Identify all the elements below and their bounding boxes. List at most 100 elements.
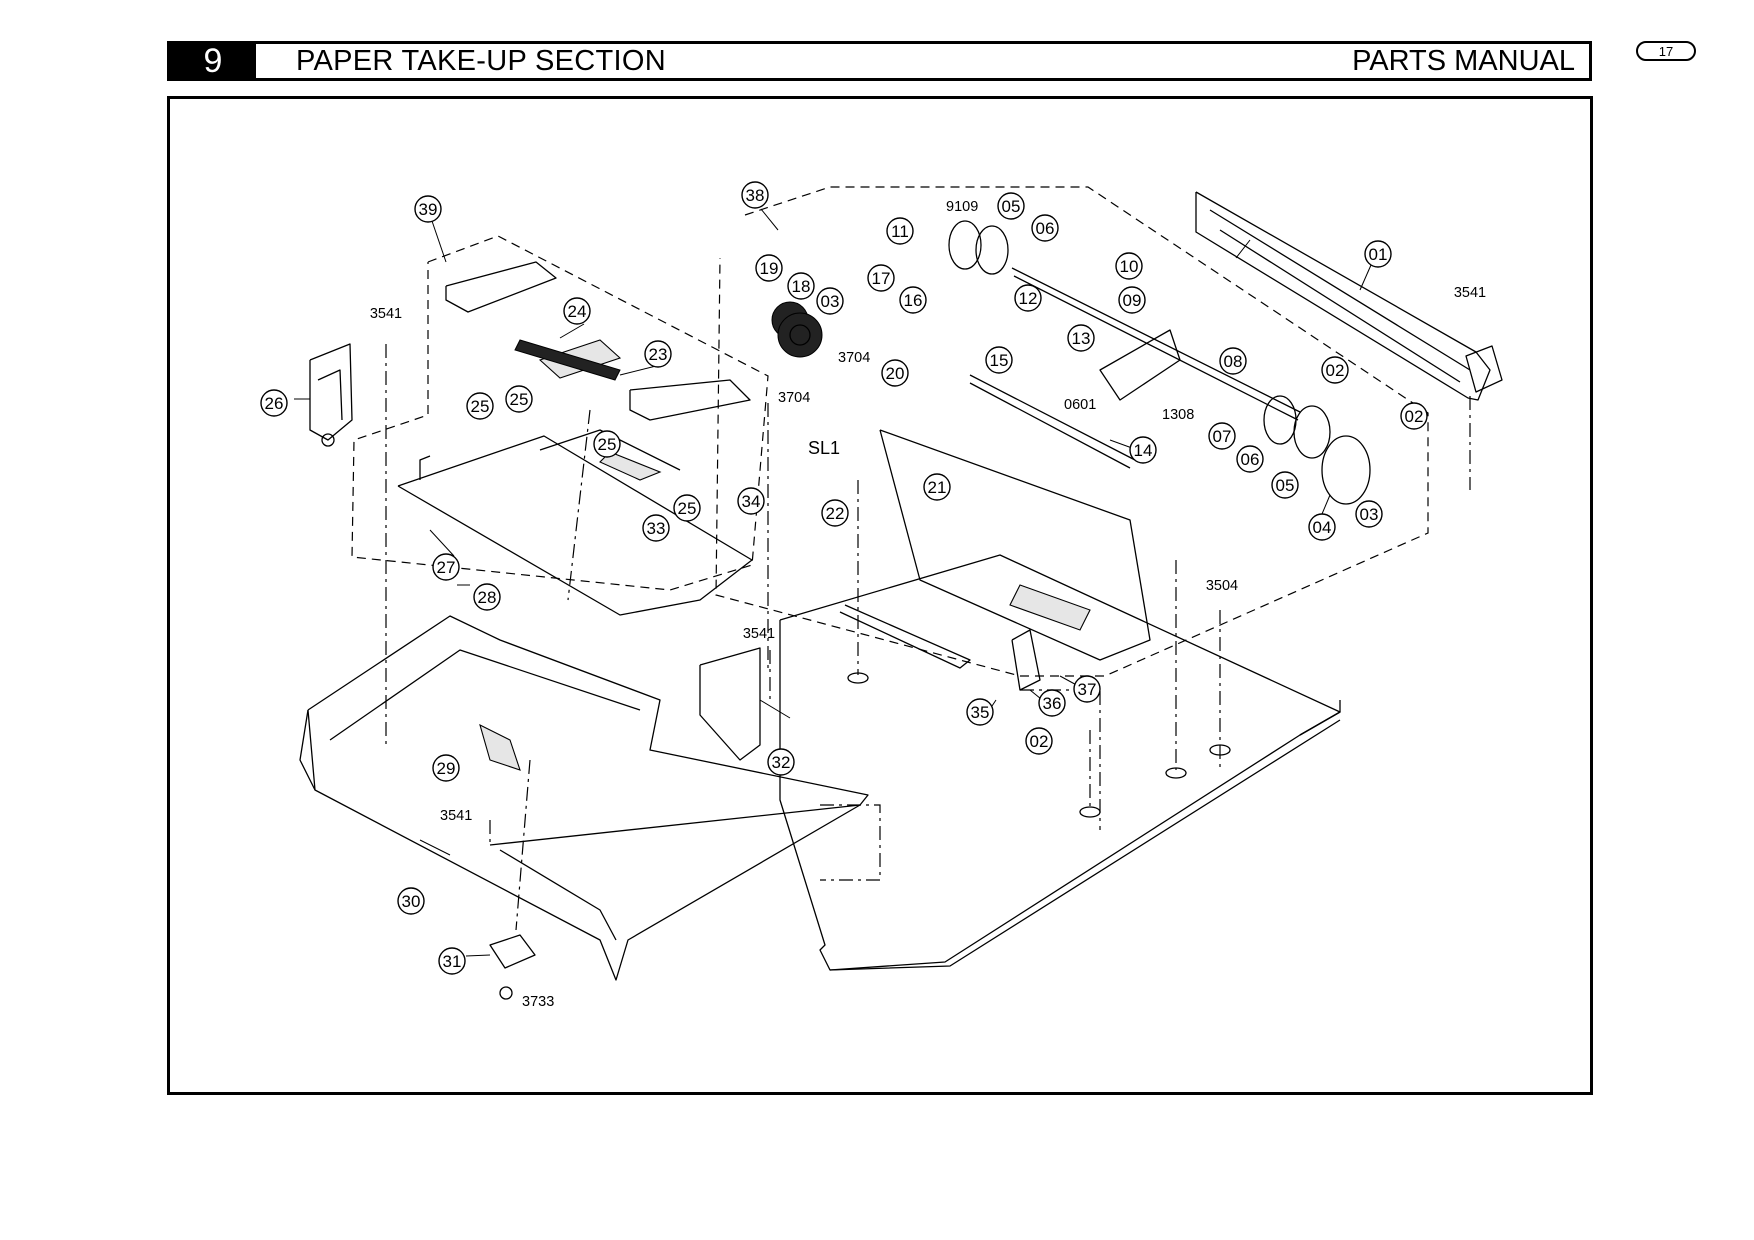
- page-number-badge: 17: [1636, 41, 1696, 61]
- callout-13: 13: [1067, 324, 1095, 352]
- upper-guide: [445, 261, 751, 421]
- section-number: 9: [170, 42, 256, 80]
- label-3541-center: 3541: [743, 626, 775, 642]
- callout-29: 29: [432, 754, 460, 782]
- roller-shaft: [969, 267, 1301, 469]
- svg-text:15: 15: [990, 351, 1009, 370]
- svg-text:20: 20: [886, 364, 905, 383]
- callout-01: 01: [1364, 240, 1392, 268]
- svg-text:19: 19: [760, 259, 779, 278]
- callout-19: 19: [755, 254, 783, 282]
- part-callouts: 39 38 9109 05 06 11 10 01 19 18 17 16 03…: [260, 181, 1486, 1010]
- svg-text:02: 02: [1405, 407, 1424, 426]
- rollers: [948, 220, 1371, 505]
- callout-34: 34: [737, 487, 765, 515]
- callout-32: 32: [767, 748, 795, 776]
- left-bracket: [309, 343, 353, 447]
- callout-09: 09: [1118, 286, 1146, 314]
- callout-15: 15: [985, 346, 1013, 374]
- label-0601: 0601: [1064, 397, 1096, 413]
- svg-text:05: 05: [1002, 197, 1021, 216]
- svg-text:24: 24: [568, 302, 587, 321]
- callout-30: 30: [397, 887, 425, 915]
- callout-18: 18: [787, 272, 815, 300]
- callout-08: 08: [1219, 347, 1247, 375]
- svg-text:07: 07: [1213, 427, 1232, 446]
- svg-text:28: 28: [478, 588, 497, 607]
- callout-05-right: 05: [1271, 471, 1299, 499]
- callout-27: 27: [432, 553, 460, 581]
- label-3541-left: 3541: [370, 306, 402, 322]
- svg-text:09: 09: [1123, 291, 1142, 310]
- svg-text:06: 06: [1241, 450, 1260, 469]
- callout-10: 10: [1115, 252, 1143, 280]
- svg-text:22: 22: [826, 504, 845, 523]
- svg-text:37: 37: [1078, 680, 1097, 699]
- callout-37: 37: [1073, 675, 1101, 703]
- svg-text:38: 38: [746, 186, 765, 205]
- callout-23: 23: [644, 340, 672, 368]
- callout-21: 21: [923, 473, 951, 501]
- svg-text:11: 11: [891, 222, 909, 241]
- manual-title: PARTS MANUAL: [1352, 44, 1575, 77]
- callout-25-a: 25: [466, 392, 494, 420]
- svg-text:39: 39: [419, 200, 438, 219]
- svg-text:31: 31: [443, 952, 462, 971]
- svg-text:10: 10: [1120, 257, 1139, 276]
- callout-33: 33: [642, 514, 670, 542]
- label-9109: 9109: [946, 199, 978, 215]
- callout-03-top: 03: [816, 287, 844, 315]
- callout-24: 24: [563, 297, 591, 325]
- callout-36: 36: [1038, 689, 1066, 717]
- callout-16: 16: [899, 286, 927, 314]
- feed-unit: [879, 329, 1181, 661]
- label-3541-bottom: 3541: [440, 808, 472, 824]
- callout-04: 04: [1308, 513, 1336, 541]
- callout-28: 28: [473, 583, 501, 611]
- svg-text:32: 32: [772, 753, 791, 772]
- svg-text:06: 06: [1036, 219, 1055, 238]
- callout-11: 11: [886, 217, 914, 245]
- svg-text:21: 21: [928, 478, 947, 497]
- callout-02-bottom: 02: [1025, 727, 1053, 755]
- svg-text:36: 36: [1043, 694, 1062, 713]
- callout-38: 38: [741, 181, 769, 209]
- gears: [771, 301, 823, 358]
- callout-31: 31: [438, 947, 466, 975]
- section-title: PAPER TAKE-UP SECTION: [296, 44, 666, 77]
- label-3733: 3733: [522, 994, 554, 1010]
- svg-text:25: 25: [598, 435, 617, 454]
- svg-text:25: 25: [678, 499, 697, 518]
- svg-text:12: 12: [1019, 289, 1038, 308]
- callout-39: 39: [414, 195, 442, 223]
- svg-text:18: 18: [792, 277, 811, 296]
- callout-20: 20: [881, 359, 909, 387]
- callout-03-right: 03: [1355, 500, 1383, 528]
- svg-text:02: 02: [1030, 732, 1049, 751]
- callout-17: 17: [867, 264, 895, 292]
- section-header: 9 PAPER TAKE-UP SECTION PARTS MANUAL: [167, 41, 1592, 81]
- svg-text:16: 16: [904, 291, 923, 310]
- svg-text:04: 04: [1313, 518, 1332, 537]
- callout-06-top: 06: [1031, 214, 1059, 242]
- svg-text:34: 34: [742, 492, 761, 511]
- callout-25-b: 25: [505, 385, 533, 413]
- svg-text:30: 30: [402, 892, 421, 911]
- callout-25-c: 25: [593, 430, 621, 458]
- label-3704-a: 3704: [838, 350, 870, 366]
- callout-02-right: 02: [1321, 356, 1349, 384]
- callout-35: 35: [966, 698, 994, 726]
- foot-and-bracket: [489, 647, 761, 1000]
- svg-text:25: 25: [471, 397, 490, 416]
- callout-02-center: 02: [1400, 402, 1428, 430]
- svg-text:08: 08: [1224, 352, 1243, 371]
- svg-text:03: 03: [821, 292, 840, 311]
- paper-guide-plate: [397, 429, 753, 616]
- callout-12: 12: [1014, 284, 1042, 312]
- callout-07: 07: [1208, 422, 1236, 450]
- callout-26: 26: [260, 389, 288, 417]
- label-3541-right: 3541: [1454, 285, 1486, 301]
- diagram-frame: [167, 96, 1593, 1095]
- svg-text:35: 35: [971, 703, 990, 722]
